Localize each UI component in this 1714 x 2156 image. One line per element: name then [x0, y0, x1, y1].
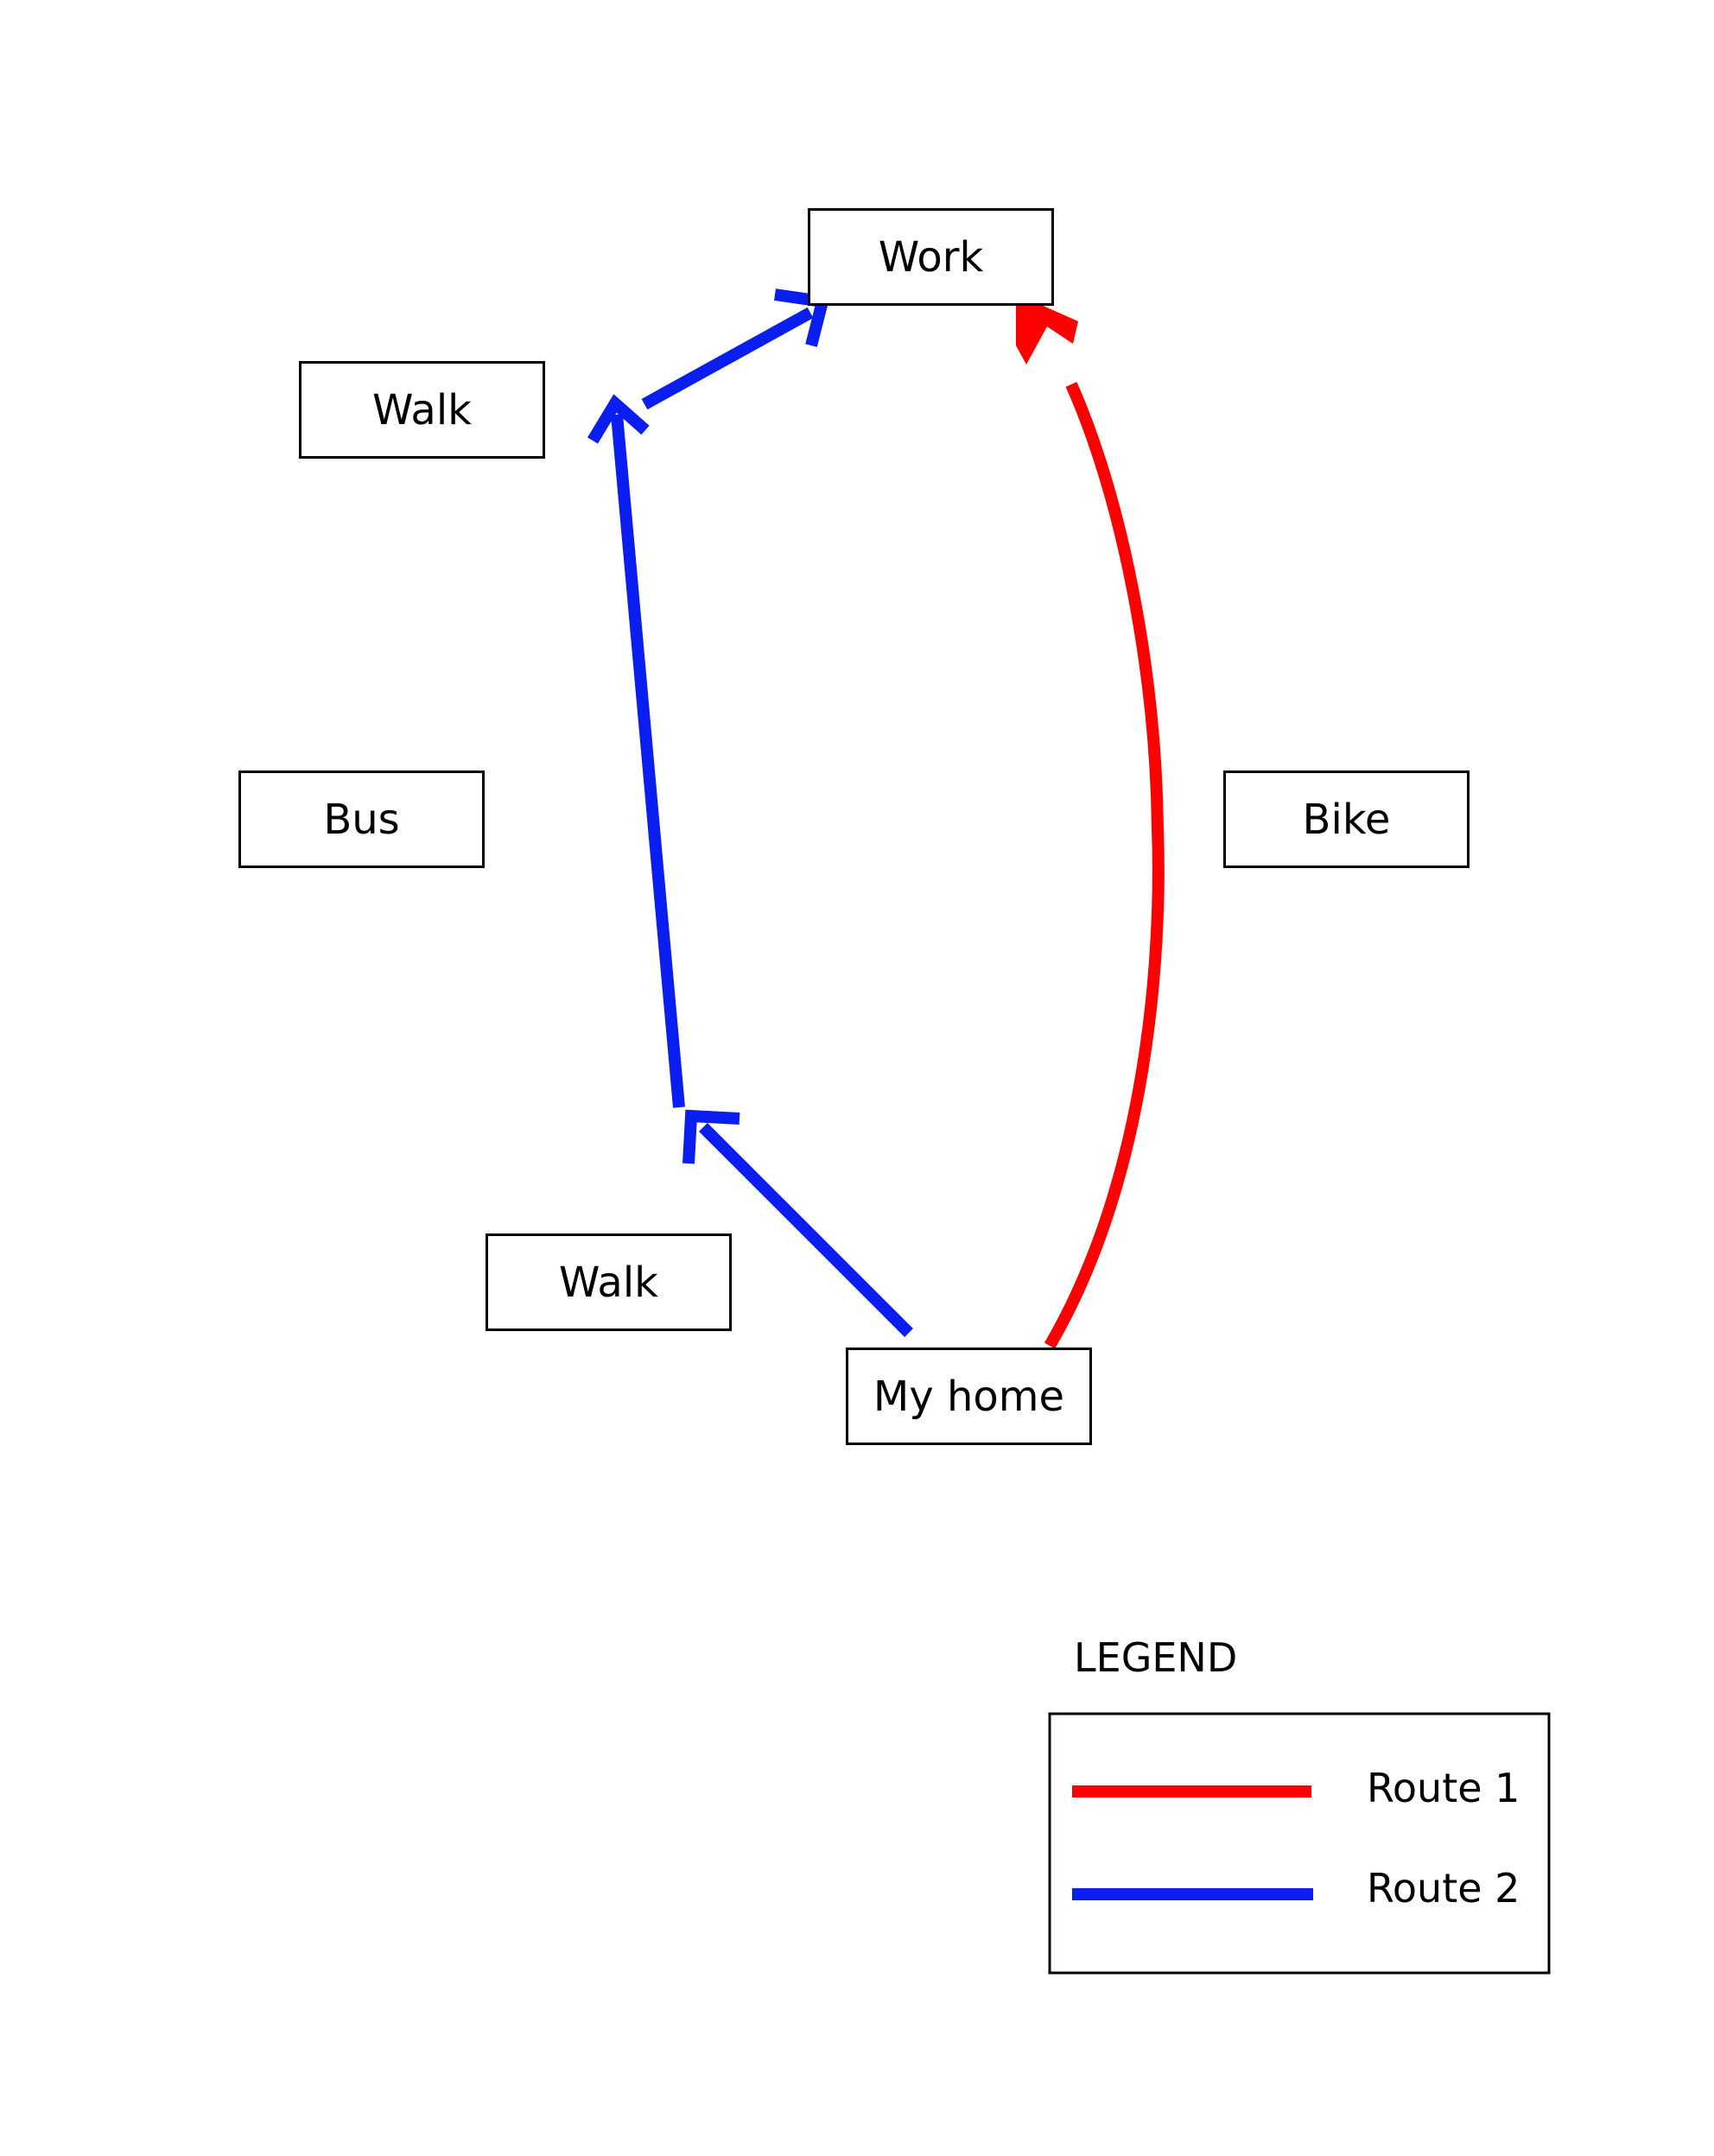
node-home-label: My home: [873, 1372, 1065, 1421]
route2-line-3: [641, 307, 814, 410]
node-bus: Bus: [238, 770, 485, 868]
node-bike: Bike: [1223, 770, 1470, 868]
legend-label-route1: Route 1: [1367, 1765, 1520, 1811]
route2-line-2: [611, 414, 685, 1108]
node-walk-bottom: Walk: [486, 1233, 732, 1331]
edge-route2-segment-1: [682, 1109, 913, 1337]
node-walk-bottom-label: Walk: [559, 1258, 658, 1307]
legend-frame: [1048, 1712, 1551, 1975]
node-bike-label: Bike: [1302, 795, 1391, 844]
node-walk-top-label: Walk: [372, 385, 472, 434]
route2-line-1: [699, 1123, 913, 1337]
legend-label-route2: Route 2: [1367, 1865, 1520, 1912]
edge-route2-segment-2: [587, 394, 685, 1108]
legend-title: LEGEND: [1074, 1634, 1238, 1681]
route1-arrowhead: [1016, 294, 1078, 365]
node-home: My home: [846, 1348, 1092, 1445]
route2-arrowhead-2: [587, 394, 650, 444]
route1-curve: [1044, 382, 1165, 1349]
node-bus-label: Bus: [323, 795, 400, 844]
route2-arrowhead-1: [682, 1109, 740, 1164]
edge-route1-home-work: [1016, 294, 1165, 1349]
node-work: Work: [808, 208, 1054, 306]
edge-route2-segment-3: [641, 289, 830, 410]
node-work-label: Work: [878, 232, 984, 282]
node-walk-top: Walk: [299, 361, 545, 459]
